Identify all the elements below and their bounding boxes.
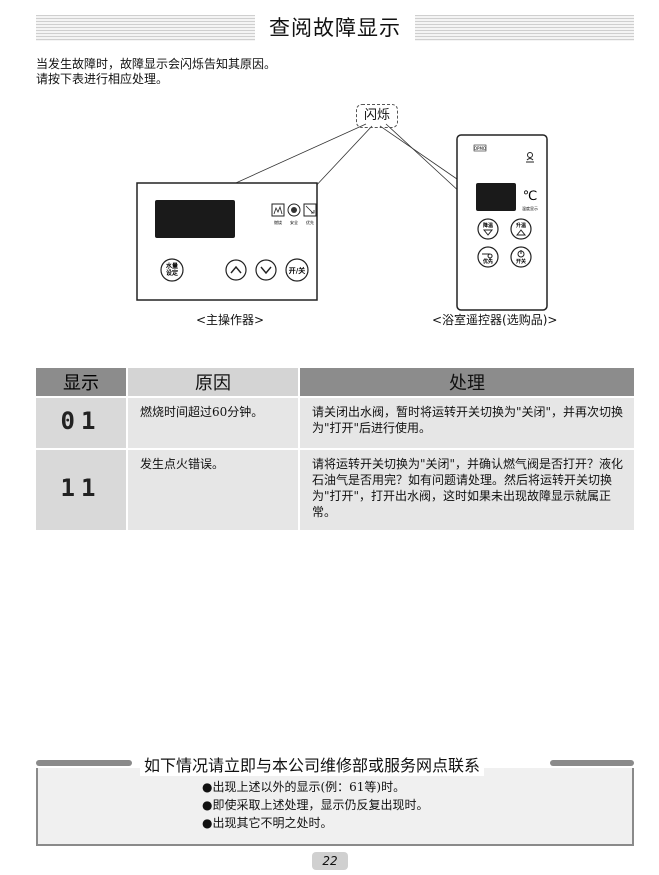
fault-code: 11 bbox=[36, 450, 128, 530]
fault-code: 01 bbox=[36, 398, 128, 448]
svg-text:开/关: 开/关 bbox=[289, 266, 306, 275]
remote-priority-button[interactable]: 优先 bbox=[477, 246, 499, 268]
svg-text:优先: 优先 bbox=[483, 258, 493, 265]
indicator-label-safety: 安全 bbox=[290, 219, 298, 225]
list-item: ●出现上述以外的显示(例：61等)时。 bbox=[202, 780, 406, 794]
contact-box bbox=[36, 768, 634, 846]
remote-panel bbox=[456, 134, 548, 311]
remote-display bbox=[476, 183, 516, 211]
header-action: 处理 bbox=[299, 368, 634, 396]
remote-person-icon bbox=[526, 152, 534, 163]
controller-diagram: 燃烧 安全 优先 水量 设定 开/关 OPMO ℃ 温度显示 降温 升温 优 bbox=[136, 123, 548, 311]
main-display bbox=[155, 200, 235, 238]
burn-indicator-icon bbox=[271, 203, 285, 217]
contact-list: ●出现上述以外的显示(例：61等)时。 ●即使采取上述处理，显示仍反复出现时。 … bbox=[202, 778, 428, 832]
remote-power-button[interactable]: 开关 bbox=[510, 246, 532, 268]
remote-lower-button[interactable]: 降温 bbox=[477, 218, 499, 240]
svg-text:开关: 开关 bbox=[516, 258, 526, 265]
intro-line-2: 请按下表进行相应处理。 bbox=[36, 72, 169, 86]
remote-small-label: 温度显示 bbox=[522, 205, 538, 211]
contact-heading: 如下情况请立即与本公司维修部或服务网点联系 bbox=[140, 752, 485, 776]
header-cause: 原因 bbox=[127, 368, 300, 396]
svg-text:升温: 升温 bbox=[516, 222, 526, 229]
fault-action: 请关闭出水阀，暂时将运转开关切换为"关闭"，并再次切换为"打开"后进行使用。 bbox=[299, 398, 634, 448]
down-button[interactable] bbox=[255, 259, 277, 281]
indicator-label-priority: 优先 bbox=[306, 219, 314, 225]
remote-top-tag: OPMO bbox=[474, 146, 486, 151]
remote-caption: <浴室遥控器(选购品)> bbox=[432, 313, 558, 327]
indicator-label-burn: 燃烧 bbox=[274, 219, 282, 225]
svg-text:设定: 设定 bbox=[166, 269, 178, 277]
title-bar: 查阅故障显示 bbox=[36, 15, 634, 41]
svg-text:水量: 水量 bbox=[166, 262, 178, 270]
main-operator-caption: <主操作器> bbox=[196, 313, 265, 327]
fault-action: 请将运转开关切换为"关闭"，并确认燃气阀是否打开？液化石油气是否用完？如有问题请… bbox=[299, 450, 634, 530]
main-power-button[interactable]: 开/关 bbox=[285, 258, 309, 282]
water-volume-button[interactable]: 水量 设定 bbox=[160, 258, 184, 282]
page-title: 查阅故障显示 bbox=[255, 15, 415, 41]
fault-reason: 燃烧时间超过60分钟。 bbox=[127, 398, 300, 448]
contact-notice: 如下情况请立即与本公司维修部或服务网点联系 ●出现上述以外的显示(例：61等)时… bbox=[36, 752, 634, 846]
remote-unit: ℃ bbox=[523, 189, 538, 204]
contact-rule-left bbox=[36, 760, 132, 766]
remote-raise-button[interactable]: 升温 bbox=[510, 218, 532, 240]
list-item: ●出现其它不明之处时。 bbox=[202, 816, 333, 830]
page-number: 22 bbox=[312, 852, 348, 870]
intro-text: 当发生故障时，故障显示会闪烁告知其原因。 请按下表进行相应处理。 bbox=[36, 57, 276, 87]
flash-label: 闪烁 bbox=[356, 104, 398, 128]
fault-table: 显示 原因 处理 01 燃烧时间超过60分钟。 请关闭出水阀，暂时将运转开关切换… bbox=[36, 368, 634, 530]
table-row: 01 燃烧时间超过60分钟。 请关闭出水阀，暂时将运转开关切换为"关闭"，并再次… bbox=[36, 398, 634, 448]
contact-rule-right bbox=[550, 760, 634, 766]
table-row: 11 发生点火错误。 请将运转开关切换为"关闭"，并确认燃气阀是否打开？液化石油… bbox=[36, 450, 634, 530]
header-display: 显示 bbox=[36, 368, 128, 396]
fault-reason: 发生点火错误。 bbox=[127, 450, 300, 530]
up-button[interactable] bbox=[225, 259, 247, 281]
list-item: ●即使采取上述处理，显示仍反复出现时。 bbox=[202, 798, 429, 812]
svg-text:降温: 降温 bbox=[483, 222, 493, 229]
intro-line-1: 当发生故障时，故障显示会闪烁告知其原因。 bbox=[36, 57, 277, 71]
